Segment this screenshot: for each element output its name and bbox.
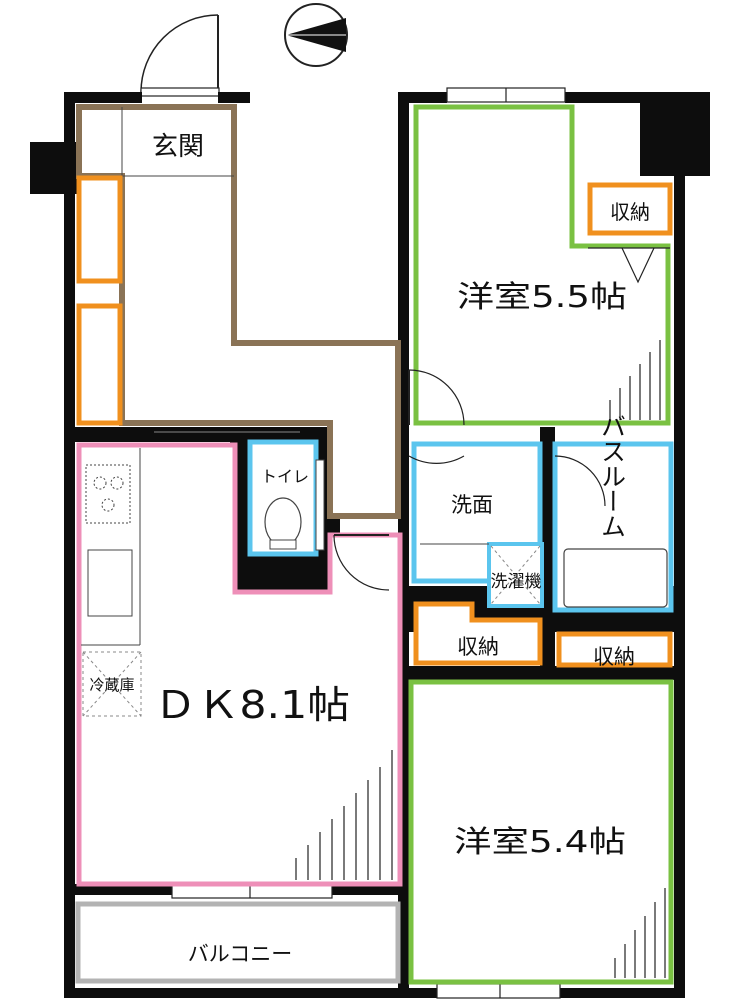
western-room-top [408, 104, 673, 426]
front-door [140, 14, 220, 97]
entrance-label: 玄関 [152, 132, 204, 162]
dk-label: ＤＫ8.1帖 [154, 683, 350, 727]
western-room-top-label: 洋室5.5帖 [457, 280, 627, 315]
refrigerator-label: 冷蔵庫 [89, 676, 134, 694]
toilet-label: トイレ [261, 467, 309, 486]
bathroom-label: バスルーム [598, 414, 627, 539]
storage-mid-left-label: 収納 [457, 635, 499, 659]
toilet-room [247, 439, 325, 557]
washing-machine-label: 洗濯機 [491, 572, 542, 592]
western-room-bottom [408, 679, 674, 985]
storage-mid-right-label: 収納 [593, 645, 635, 669]
balcony-label: バルコニー [188, 942, 293, 966]
entrance-closets [76, 175, 123, 426]
dk-room [76, 431, 403, 887]
wet-areas [408, 441, 674, 613]
compass-icon [284, 3, 348, 67]
western-room-bottom-label: 洋室5.4帖 [454, 825, 626, 860]
storage-top-label: 収納 [610, 200, 650, 224]
windows [171, 87, 566, 999]
balcony [75, 901, 401, 984]
washroom-label: 洗面 [451, 493, 493, 517]
